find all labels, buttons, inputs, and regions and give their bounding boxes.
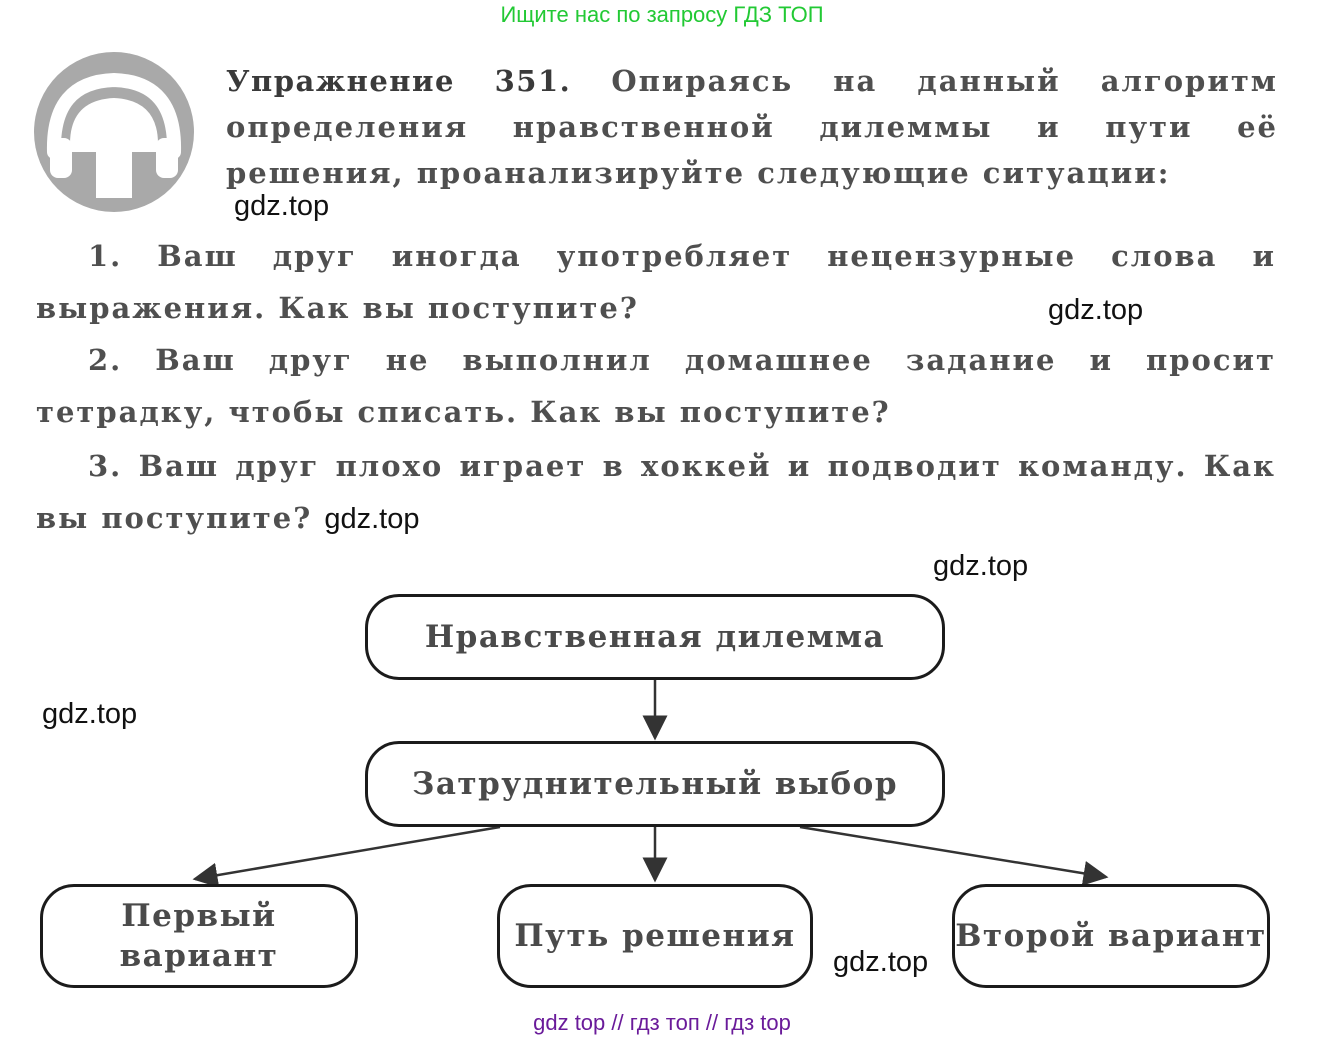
exercise-intro: Упражнение 351. Опираясь на данный алгор… bbox=[226, 58, 1278, 196]
arrow-left bbox=[192, 825, 501, 888]
watermark: gdz.top bbox=[833, 946, 929, 978]
watermark: gdz.top bbox=[1048, 294, 1144, 326]
question-3: 3. Ваш друг плохо играет в хоккей и подв… bbox=[36, 440, 1276, 545]
node-second-option: Второй вариант bbox=[952, 884, 1270, 988]
headset-user-icon bbox=[34, 52, 194, 212]
question-2-text: 2. Ваш друг не выполнил домашнее задание… bbox=[36, 343, 1276, 429]
arrow-right bbox=[799, 825, 1109, 886]
question-2: 2. Ваш друг не выполнил домашнее задание… bbox=[36, 334, 1276, 438]
question-1: 1. Ваш друг иногда употребляет нецензурн… bbox=[36, 230, 1276, 334]
node-moral-dilemma: Нравственная дилемма bbox=[365, 594, 945, 680]
watermark: gdz.top bbox=[234, 190, 330, 222]
node-first-option: Первый вариант bbox=[40, 884, 358, 988]
watermark: gdz.top bbox=[324, 503, 420, 535]
node-solution-path: Путь решения bbox=[497, 884, 813, 988]
watermark: gdz.top bbox=[42, 698, 138, 730]
footer-links[interactable]: gdz top // гдз топ // гдз top bbox=[533, 1010, 791, 1035]
exercise-text: Опираясь на данный алгоритм определения … bbox=[226, 64, 1279, 190]
question-3-text: 3. Ваш друг плохо играет в хоккей и подв… bbox=[36, 449, 1276, 535]
question-1-text: 1. Ваш друг иногда употребляет нецензурн… bbox=[36, 239, 1276, 325]
watermark: gdz.top bbox=[933, 550, 1029, 582]
node-difficult-choice: Затруднительный выбор bbox=[365, 741, 945, 827]
search-banner[interactable]: Ищите нас по запросу ГДЗ ТОП bbox=[500, 2, 824, 27]
exercise-number: Упражнение 351. bbox=[226, 64, 572, 98]
